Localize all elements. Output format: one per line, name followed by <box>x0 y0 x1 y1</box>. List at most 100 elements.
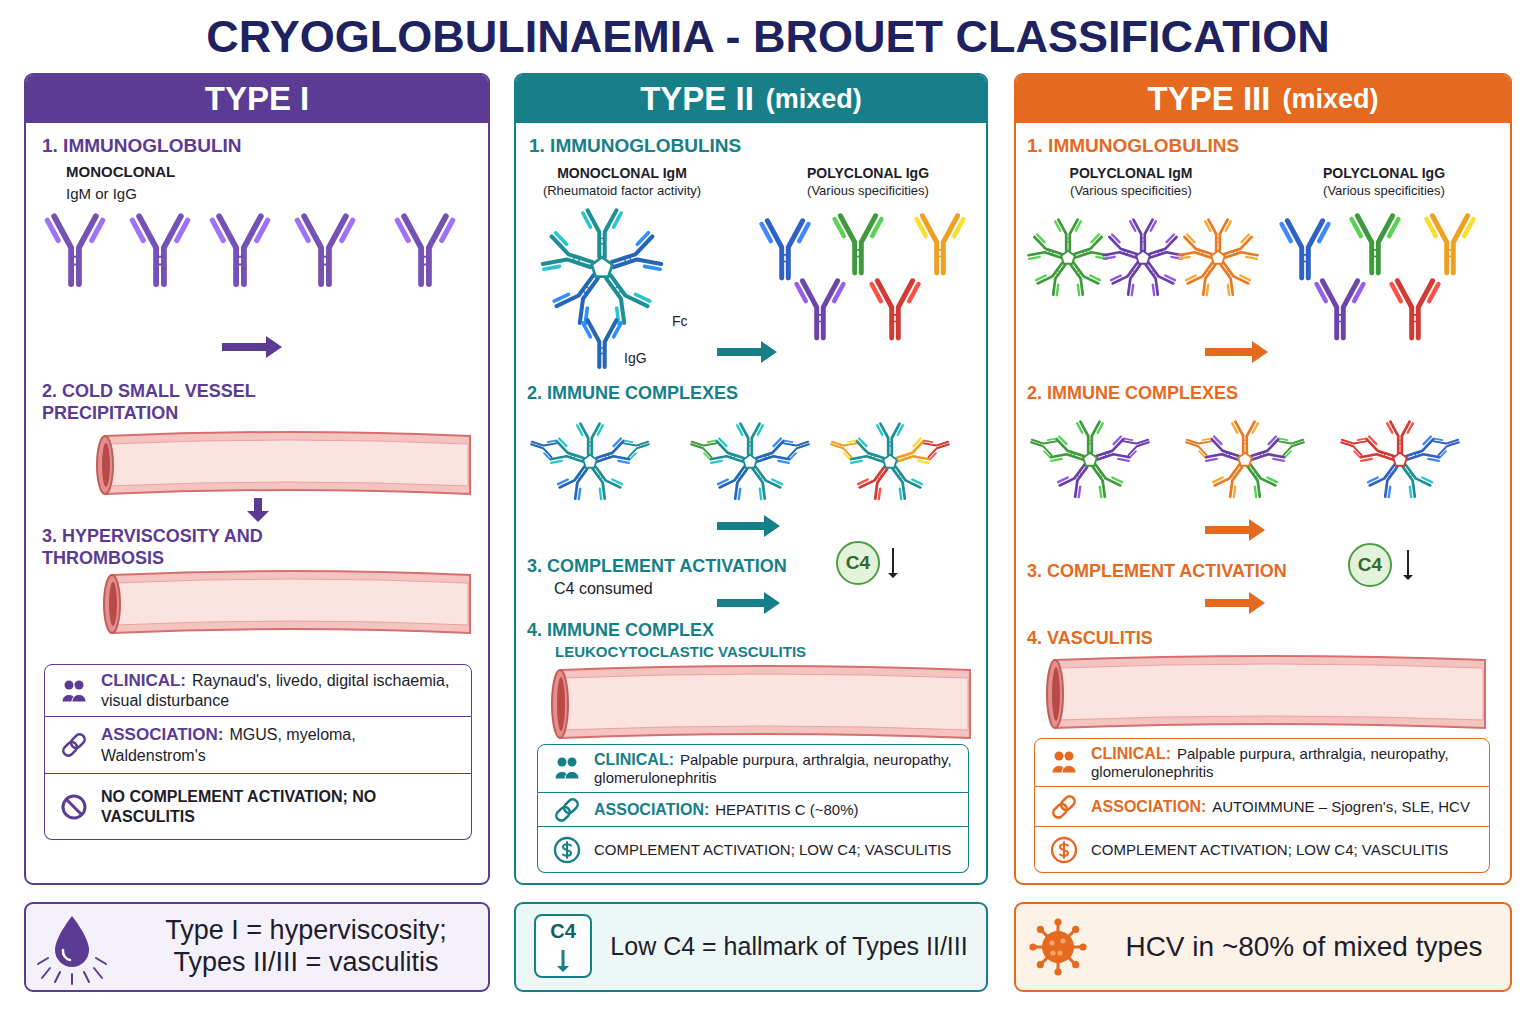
blood-vessel <box>1055 656 1485 728</box>
annotation-label: Fc <box>672 313 688 330</box>
antibody <box>1302 255 1309 262</box>
blood-vessel <box>560 666 970 738</box>
people-icon <box>565 772 579 780</box>
antibody <box>835 219 882 236</box>
summary-text: Type I = hyperviscosity; Types II/III = … <box>165 915 446 977</box>
row-text-block: ASSOCIATION:HEPATITIS C (~80%) <box>594 800 859 819</box>
igm-pentamer <box>592 257 613 277</box>
antibody <box>917 219 964 236</box>
row-text-block: COMPLEMENT ACTIVATION; LOW C4; VASCULITI… <box>1091 841 1448 859</box>
row-text: COMPLEMENT ACTIVATION; LOW C4; VASCULITI… <box>1091 841 1448 858</box>
antibody <box>718 477 744 500</box>
antibody <box>538 444 541 447</box>
annotation-label: C4 consumed <box>554 579 653 598</box>
panel-header: TYPE II(mixed) <box>516 75 986 123</box>
row-heading: ASSOCIATION: <box>594 801 709 818</box>
antibody <box>1185 256 1224 296</box>
blood-vessel <box>116 579 468 625</box>
antibody <box>1071 452 1076 457</box>
antibody <box>762 221 809 278</box>
antibody <box>1179 237 1215 265</box>
antibody <box>577 425 603 434</box>
antibody <box>1141 238 1145 242</box>
summary-icons <box>55 972 60 982</box>
antibody <box>1392 284 1439 301</box>
summary-icons <box>1049 940 1054 945</box>
antibody <box>577 474 582 479</box>
antibody <box>297 220 352 240</box>
antibody <box>1415 452 1420 457</box>
no-icon <box>59 792 89 822</box>
antibody <box>703 439 716 459</box>
people-icon <box>568 758 577 767</box>
summary-icons <box>96 958 106 964</box>
antibody <box>1029 237 1065 265</box>
antibody <box>404 216 446 284</box>
annotation-label: (Various specificities) <box>1323 183 1445 199</box>
antibody <box>1125 437 1138 457</box>
antibody <box>1408 472 1413 477</box>
antibody <box>784 436 811 457</box>
antibody <box>872 281 919 338</box>
antibody <box>544 233 569 274</box>
section-label: 2. COLD SMALL VESSEL PRECIPITATION <box>42 381 282 424</box>
antibody <box>1205 220 1231 251</box>
flow-arrow <box>717 592 780 614</box>
summary-fill <box>1014 902 1512 992</box>
antibody <box>1074 273 1100 296</box>
antibody <box>1433 432 1461 457</box>
igm-pentamer <box>583 455 597 468</box>
antibody <box>894 441 930 469</box>
annotation-label: (Rheumatoid factor activity) <box>543 183 701 199</box>
antibody <box>1222 237 1258 265</box>
antibody <box>1337 315 1344 322</box>
antibody <box>1339 434 1366 455</box>
antibody <box>1435 437 1448 457</box>
row-heading: CLINICAL: <box>101 671 186 690</box>
info-row: COMPLEMENT ACTIVATION; LOW C4; VASCULITI… <box>1034 827 1490 873</box>
summary-icons <box>1054 918 1061 925</box>
antibody <box>236 257 244 265</box>
antibody <box>912 439 929 466</box>
antibody <box>1352 216 1399 273</box>
igm-pentamer <box>541 210 662 325</box>
section-label: MONOCLONAL IgM <box>557 165 687 182</box>
antibody <box>625 439 638 459</box>
type-two-art <box>529 210 964 719</box>
section-label: 2. IMMUNE COMPLEXES <box>527 383 738 405</box>
antibody <box>1221 234 1259 268</box>
c4-text: C4 <box>846 552 870 574</box>
antibody <box>1206 437 1223 464</box>
antibody <box>1199 250 1204 255</box>
summary-icons <box>71 974 73 984</box>
antibody <box>731 454 736 459</box>
antibody <box>582 286 590 294</box>
antibody <box>888 442 892 446</box>
antibody <box>1317 281 1364 338</box>
antibody <box>584 460 623 500</box>
annotation-label: (Various specificities) <box>1070 183 1192 199</box>
antibody <box>588 210 617 257</box>
antibody <box>1104 237 1140 265</box>
antibody <box>1427 216 1474 273</box>
antibody <box>212 220 267 240</box>
antibody <box>1224 273 1250 296</box>
antibody <box>1260 452 1265 457</box>
antibody <box>1096 475 1122 498</box>
section-label: POLYCLONAL IgG <box>807 165 929 182</box>
antibody <box>304 216 346 284</box>
blood-vessel <box>104 575 120 633</box>
blood-vessel <box>104 571 470 633</box>
antibody <box>212 216 267 284</box>
antibody <box>1387 423 1413 432</box>
antibody <box>1193 442 1196 445</box>
blood-vessel <box>564 674 968 730</box>
section-label: 3. HYPERVISCOSITY AND THROMBOSIS <box>42 526 270 569</box>
antibody <box>877 425 903 434</box>
info-row: CLINICAL:Palpable purpura, arthralgia, n… <box>537 744 969 793</box>
antibody <box>614 286 622 294</box>
antibody <box>1104 235 1121 262</box>
antibody <box>880 424 899 455</box>
igm-pentamer <box>1050 422 1131 499</box>
info-row: ASSOCIATION:MGUS, myeloma, Waldenstrom's <box>44 717 472 774</box>
